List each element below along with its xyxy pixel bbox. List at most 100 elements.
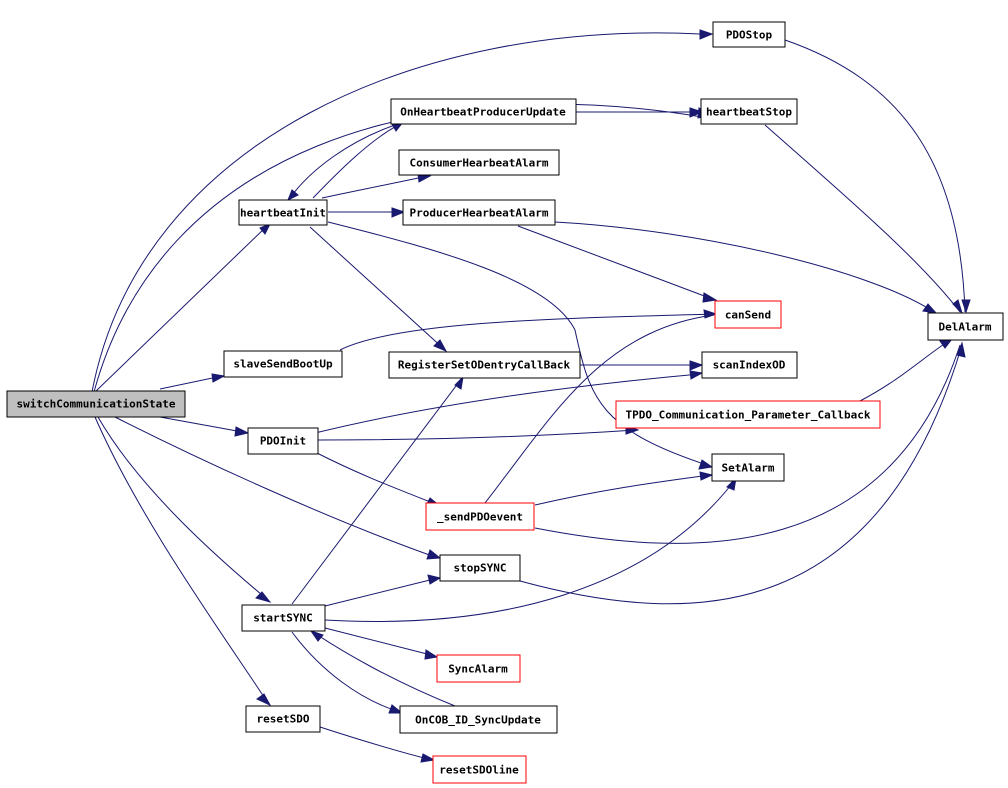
edge-hbstop-delalarm: [764, 124, 961, 313]
edge-hbinit-setalarm: [327, 221, 711, 467]
edge-pdoinit-sendpdo: [314, 451, 439, 506]
node-label: heartbeatInit: [240, 207, 326, 220]
node-switchCommunicationState[interactable]: switchCommunicationState: [6, 390, 186, 418]
edge-startsync-stopsync: [324, 577, 439, 607]
edge-sendpdo-delalarm: [534, 344, 961, 544]
nodes-layer: switchCommunicationState PDOStop heartbe…: [6, 21, 1004, 784]
node-label: SetAlarm: [722, 462, 775, 475]
node-TPDO_Communication_Parameter_Callback[interactable]: TPDO_Communication_Parameter_Callback: [615, 400, 881, 429]
arrowhead-resetsdo: [256, 693, 272, 707]
node-label: startSYNC: [253, 612, 313, 625]
node-OnCOB_ID_SyncUpdate[interactable]: OnCOB_ID_SyncUpdate: [399, 705, 558, 734]
edge-root-resetsdo: [94, 416, 269, 704]
edge-hbinit-conshb: [321, 175, 429, 199]
arrowhead-delalarm-from-prodhb: [922, 303, 938, 314]
node-label: OnHeartbeatProducerUpdate: [400, 106, 566, 119]
node-resetSDOline[interactable]: resetSDOline: [432, 755, 527, 784]
node-startSYNC[interactable]: startSYNC: [241, 604, 326, 632]
node-label: ProducerHearbeatAlarm: [409, 207, 548, 220]
arrowhead-prodhb: [391, 207, 406, 218]
node-label: TPDO_Communication_Parameter_Callback: [625, 409, 870, 422]
node-label: switchCommunicationState: [17, 398, 176, 411]
arrowhead-delalarm-from-pdostop: [961, 299, 971, 314]
node-ProducerHearbeatAlarm[interactable]: ProducerHearbeatAlarm: [402, 199, 556, 226]
edge-root-hbstop: [93, 103, 703, 393]
arrowhead-hbinit: [259, 223, 272, 235]
arrowhead-regcb-from-startsync: [454, 375, 464, 390]
node-label: canSend: [725, 309, 771, 322]
arrowhead-oncobid: [388, 704, 404, 714]
edge-startsync-setalarm: [324, 479, 736, 622]
node-label: scanIndexOD: [713, 359, 786, 372]
edge-pdoinit-scanod: [314, 373, 701, 434]
edge-hbinit-onhbprod: [312, 123, 401, 199]
arrowhead-hbinit-from-onhbprod: [287, 189, 299, 202]
node-OnHeartbeatProducerUpdate[interactable]: OnHeartbeatProducerUpdate: [390, 98, 577, 125]
edge-pdostop-delalarm: [784, 39, 966, 313]
arrowhead-scanod-from-pdoinit: [689, 370, 704, 380]
node-RegisterSetODentryCallBack[interactable]: RegisterSetODentryCallBack: [388, 351, 581, 379]
edge-root-hbinit: [94, 224, 269, 393]
node-ConsumerHearbeatAlarm[interactable]: ConsumerHearbeatAlarm: [398, 149, 560, 176]
node-label: heartbeatStop: [706, 106, 792, 119]
node-label: stopSYNC: [454, 562, 507, 575]
arrowhead-slaveboot: [211, 373, 226, 383]
edge-prodhb-delalarm: [554, 221, 935, 313]
arrowhead-stopsync: [426, 549, 442, 560]
node-scanIndexOD[interactable]: scanIndexOD: [701, 351, 798, 379]
node-label: PDOInit: [260, 435, 306, 448]
edge-onhbprod-hbinit: [289, 123, 399, 199]
node-heartbeatStop[interactable]: heartbeatStop: [700, 98, 798, 125]
node-PDOInit[interactable]: PDOInit: [247, 427, 319, 455]
node-DelAlarm[interactable]: DelAlarm: [927, 312, 1004, 341]
edge-prodhb-cansend: [517, 225, 716, 301]
node-resetSDO[interactable]: resetSDO: [245, 705, 321, 733]
edge-oncobid-startsync: [312, 631, 456, 707]
node-PDOStop[interactable]: PDOStop: [712, 21, 786, 48]
node-_sendPDOevent[interactable]: _sendPDOevent: [425, 502, 535, 531]
edge-hbinit-regcb: [309, 226, 446, 351]
arrowhead-hbstop-from-onhbprod: [689, 107, 704, 118]
edge-root-pdoinit: [159, 416, 249, 434]
node-canSend[interactable]: canSend: [714, 300, 782, 329]
edge-resetsdo-resetsdoline: [319, 726, 433, 761]
arrowhead-syncalarm: [424, 649, 439, 660]
arrowheads-layer: [211, 29, 971, 763]
node-stopSYNC[interactable]: stopSYNC: [439, 554, 521, 582]
node-label: ConsumerHearbeatAlarm: [409, 157, 548, 170]
edge-root-stopsync: [114, 416, 439, 559]
node-label: resetSDOline: [439, 764, 519, 777]
node-label: RegisterSetODentryCallBack: [398, 359, 571, 372]
edge-sendpdo-cansend: [484, 314, 715, 504]
arrowhead-startsync: [255, 591, 272, 603]
edge-tpdocb-delalarm: [859, 339, 951, 402]
node-label: DelAlarm: [939, 321, 992, 334]
node-label: slaveSendBootUp: [233, 358, 333, 371]
node-SetAlarm[interactable]: SetAlarm: [711, 453, 785, 482]
node-heartbeatInit[interactable]: heartbeatInit: [238, 199, 328, 226]
arrowhead-setalarm-from-sendpdo: [699, 471, 714, 481]
arrowhead-cansend-from-slaveboot: [703, 309, 718, 319]
arrowhead-pdostop: [699, 29, 714, 40]
arrowhead-resetsdoline: [420, 753, 436, 763]
edges-layer: [91, 32, 966, 761]
arrowhead-startsync-from-oncobid: [309, 630, 324, 642]
edge-startsync-oncobid: [291, 631, 401, 713]
node-label: SyncAlarm: [448, 663, 508, 676]
arrowhead-delalarm-from-sendpdo: [956, 341, 966, 358]
edge-root-pdostop: [91, 32, 701, 393]
arrowhead-setalarm-from-hbinit: [698, 459, 714, 470]
node-slaveSendBootUp[interactable]: slaveSendBootUp: [223, 350, 343, 378]
edge-stopsync-delalarm: [519, 344, 963, 605]
node-SyncAlarm[interactable]: SyncAlarm: [436, 654, 521, 683]
edge-pdoinit-tpdocb: [317, 429, 637, 441]
arrowhead-delalarm-from-hbstop: [952, 299, 963, 314]
arrowhead-scanod-from-regcb: [689, 360, 704, 371]
node-label: PDOStop: [726, 29, 773, 42]
arrowhead-cansend-from-prodhb: [702, 292, 718, 303]
edge-root-startsync: [97, 416, 269, 601]
edge-sendpdo-setalarm: [534, 474, 711, 506]
arrowhead-regcb-from-hbinit: [433, 339, 448, 353]
arrowhead-stopsync-from-startsync: [427, 574, 442, 585]
